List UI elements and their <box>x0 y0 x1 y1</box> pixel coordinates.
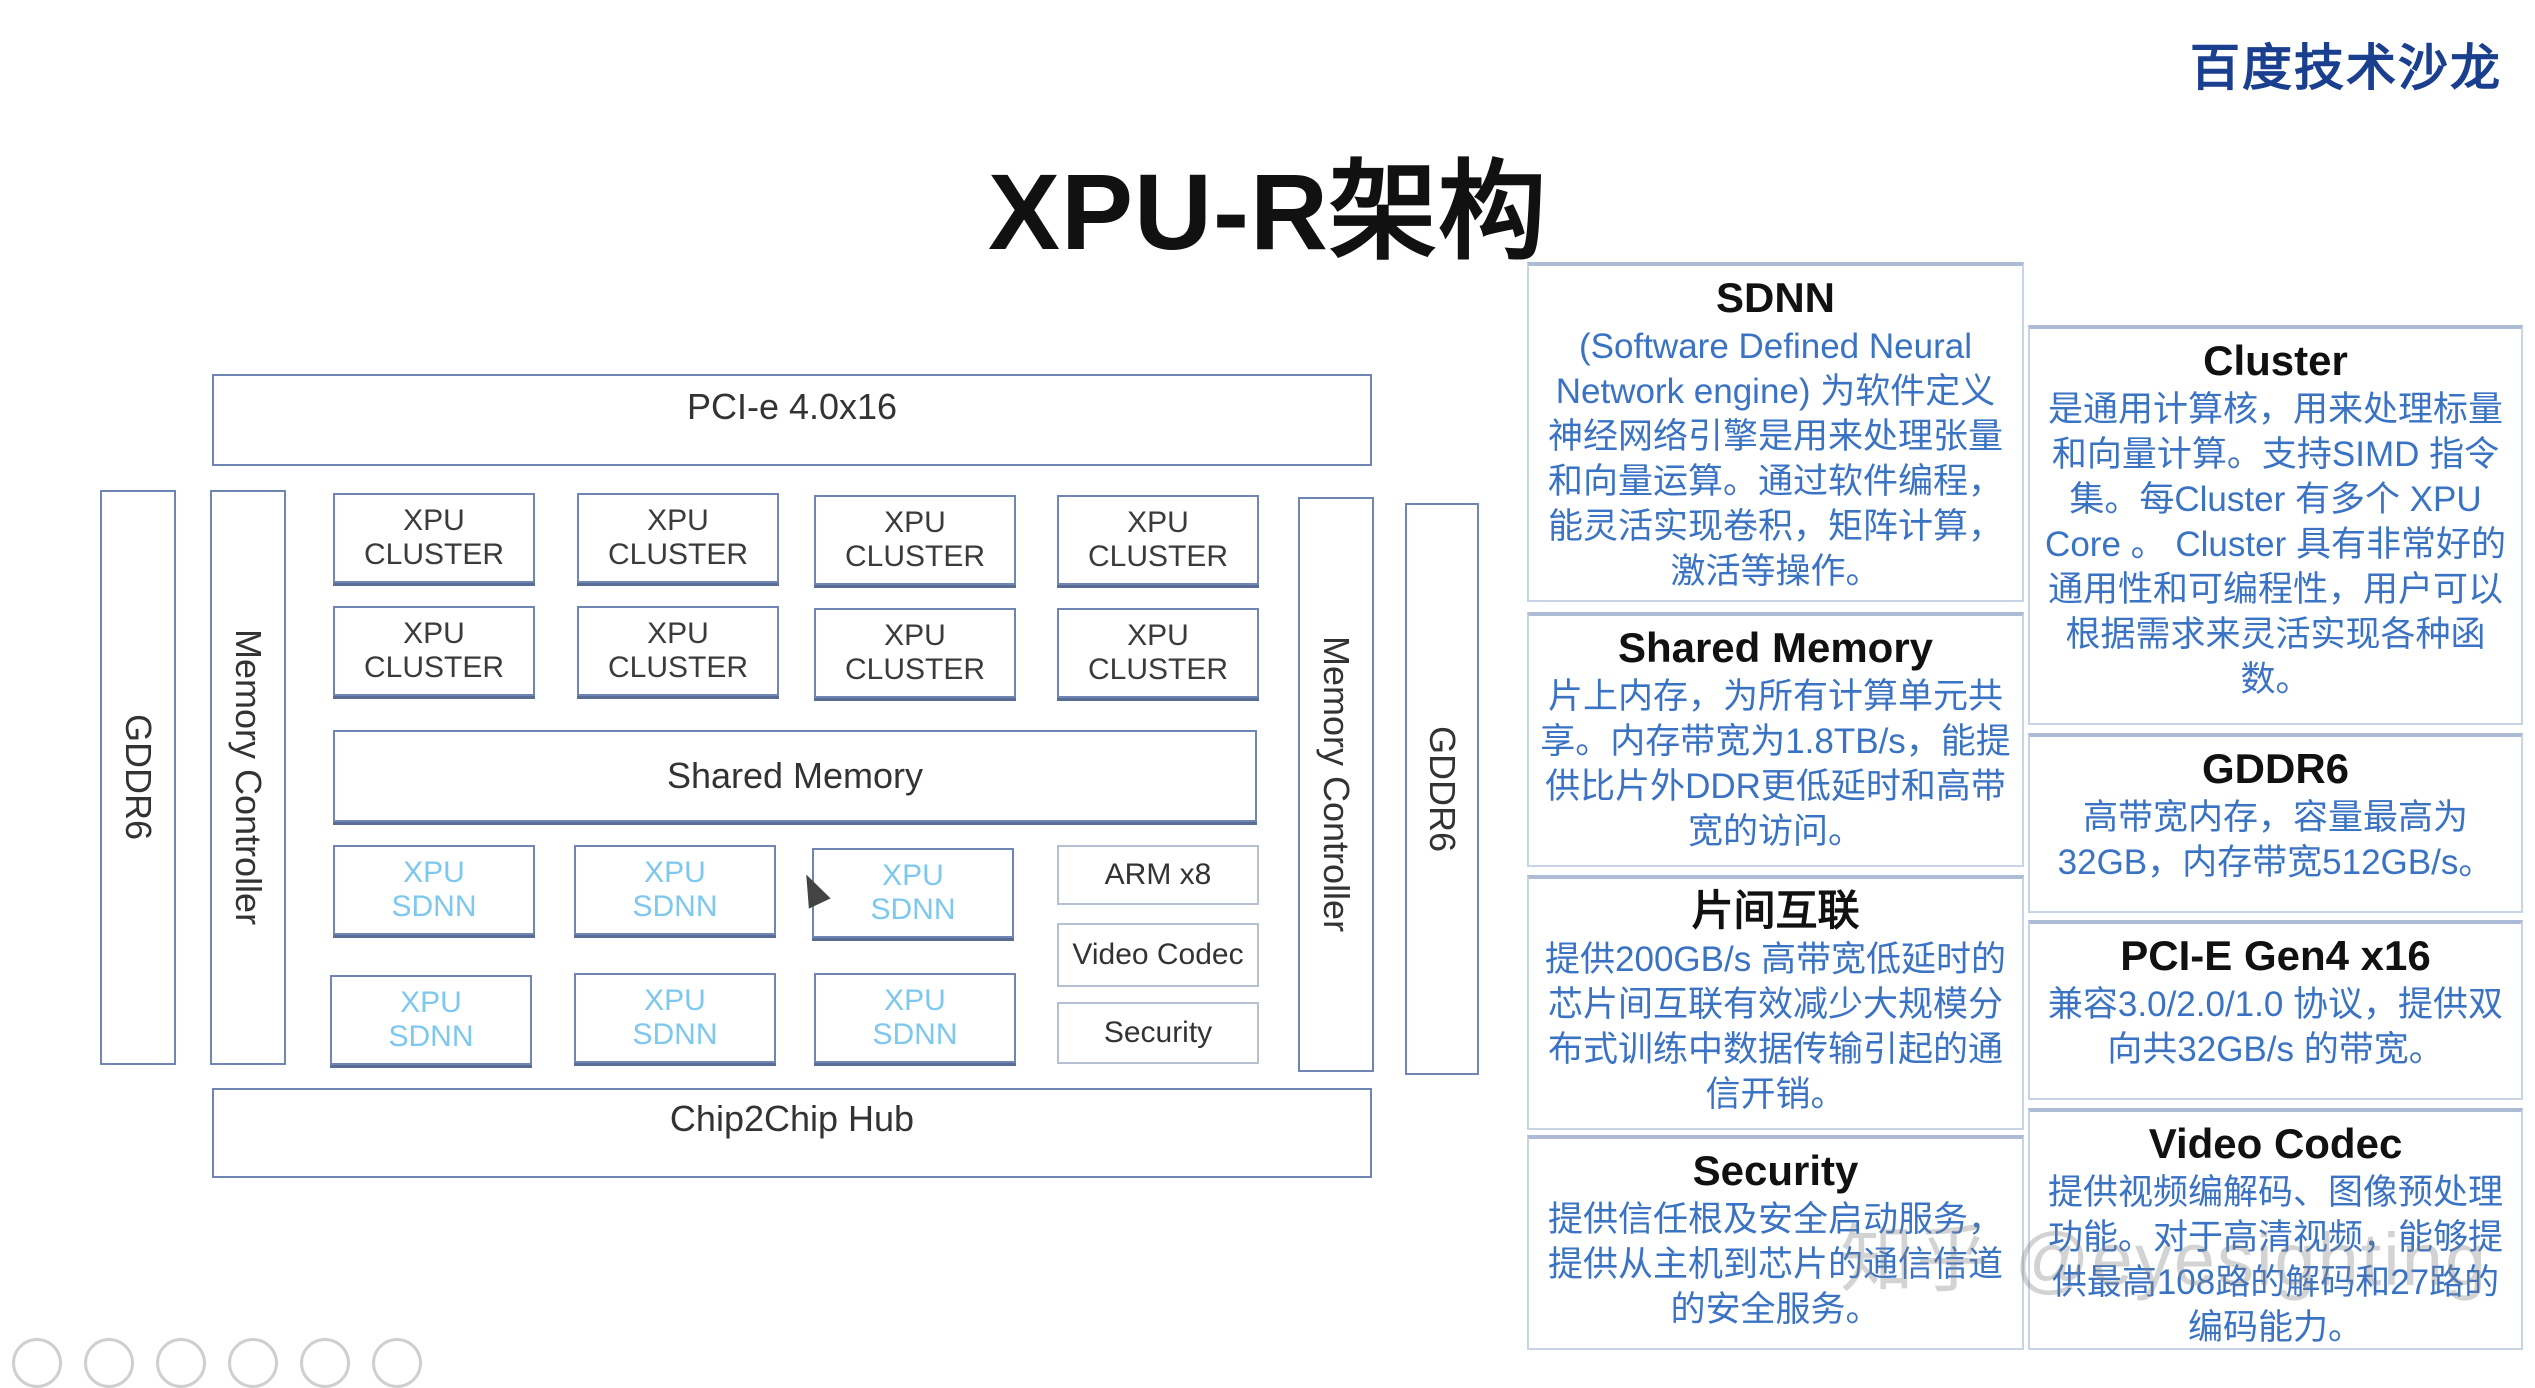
xpu-cluster: XPU CLUSTER <box>814 608 1016 698</box>
panel-body: 高带宽内存，容量最高为 32GB，内存带宽512GB/s。 <box>2057 798 2494 882</box>
panel-security: Security 提供信任根及安全启动服务，提供从主机到芯片的通信信道的安全服务… <box>1527 1135 2024 1350</box>
panel-interconnect: 片间互联 提供200GB/s 高带宽低延时的芯片间互联有效减少大规模分布式训练中… <box>1527 875 2024 1130</box>
xpu-sdnn: XPU SDNN <box>574 845 776 935</box>
panel-title: Shared Memory <box>1617 624 1934 671</box>
arm-label: ARM x8 <box>1104 858 1212 891</box>
panel-title: PCI-E Gen4 x16 <box>2120 932 2431 979</box>
panel-body: 提供200GB/s 高带宽低延时的芯片间互联有效减少大规模分布式训练中数据传输引… <box>1545 940 2006 1114</box>
pcie-bar: PCI-e 4.0x16 <box>212 374 1372 466</box>
panel-body: 是通用计算核，用来处理标量和向量计算。支持SIMD 指令集。每Cluster 有… <box>2045 390 2506 699</box>
chip2chip-hub-label: Chip2Chip Hub <box>669 1098 915 1139</box>
panel-gddr6: GDDR6 高带宽内存，容量最高为 32GB，内存带宽512GB/s。 <box>2028 733 2523 913</box>
xpu-cluster: XPU CLUSTER <box>333 606 535 696</box>
panel-video-codec: Video Codec 提供视频编解码、图像预处理功能。对于高清视频，能够提供最… <box>2028 1108 2523 1350</box>
panel-shared-memory: Shared Memory 片上内存，为所有计算单元共享。内存带宽为1.8TB/… <box>1527 612 2024 867</box>
panel-title: 片间互联 <box>1691 887 1860 934</box>
prev-icon[interactable] <box>12 1338 62 1388</box>
memory-controller-left-label: Memory Controller <box>228 629 269 926</box>
panel-sdnn: SDNN (Software Defined Neural Network en… <box>1527 262 2024 602</box>
chip2chip-hub: Chip2Chip Hub <box>212 1088 1372 1178</box>
xpu-sdnn: XPU SDNN <box>812 848 1014 938</box>
xpu-sdnn: XPU SDNN <box>330 975 532 1065</box>
panel-body: (Software Defined Neural Network engine)… <box>1547 327 2003 591</box>
gddr6-left: GDDR6 <box>100 490 176 1065</box>
pcie-label: PCI-e 4.0x16 <box>686 386 898 427</box>
shared-memory-label: Shared Memory <box>666 755 924 796</box>
xpu-sdnn: XPU SDNN <box>814 973 1016 1063</box>
panel-title: Cluster <box>2203 337 2348 384</box>
video-codec-block: Video Codec <box>1057 923 1259 987</box>
panel-body: 片上内存，为所有计算单元共享。内存带宽为1.8TB/s，能提供比片外DDR更低延… <box>1540 677 2011 851</box>
watermark: 知乎 @eyesighting <box>1840 1218 2489 1301</box>
shared-memory-block: Shared Memory <box>333 730 1257 822</box>
xpu-cluster: XPU CLUSTER <box>577 606 779 696</box>
slides-icon[interactable] <box>228 1338 278 1388</box>
brand-logo: 百度技术沙龙 <box>2190 40 2502 96</box>
gddr6-left-label: GDDR6 <box>118 714 159 841</box>
xpu-sdnn: XPU SDNN <box>333 845 535 935</box>
security-label: Security <box>1103 1016 1213 1049</box>
panel-title: SDNN <box>1715 274 1835 321</box>
arm-block: ARM x8 <box>1057 845 1259 905</box>
panel-pcie: PCI-E Gen4 x16 兼容3.0/2.0/1.0 协议，提供双向共32G… <box>2028 920 2523 1100</box>
panel-title: Video Codec <box>2148 1120 2403 1167</box>
zoom-icon[interactable] <box>300 1338 350 1388</box>
panel-title: Security <box>1692 1147 1859 1194</box>
panel-body: 提供视频编解码、图像预处理功能。对于高清视频，能够提供最高108路的解码和27路… <box>2047 1173 2503 1347</box>
video-codec-label: Video Codec <box>1072 938 1244 971</box>
next-icon[interactable] <box>84 1338 134 1388</box>
memory-controller-left: Memory Controller <box>210 490 286 1065</box>
panel-body: 提供信任根及安全启动服务，提供从主机到芯片的通信信道的安全服务。 <box>1547 1200 2003 1329</box>
panel-body: 兼容3.0/2.0/1.0 协议，提供双向共32GB/s 的带宽。 <box>2047 985 2504 1069</box>
panel-cluster: Cluster 是通用计算核，用来处理标量和向量计算。支持SIMD 指令集。每C… <box>2028 325 2523 725</box>
xpu-cluster: XPU CLUSTER <box>333 493 535 583</box>
memory-controller-right-label: Memory Controller <box>1316 636 1357 933</box>
security-block: Security <box>1057 1002 1259 1064</box>
gddr6-right-label: GDDR6 <box>1422 725 1463 853</box>
gddr6-right: GDDR6 <box>1405 503 1479 1075</box>
slide-toolbar <box>12 1338 422 1388</box>
more-icon[interactable] <box>372 1338 422 1388</box>
xpu-cluster: XPU CLUSTER <box>1057 495 1259 585</box>
panel-title: GDDR6 <box>2201 745 2350 792</box>
xpu-sdnn: XPU SDNN <box>574 973 776 1063</box>
xpu-cluster: XPU CLUSTER <box>814 495 1016 585</box>
xpu-cluster: XPU CLUSTER <box>577 493 779 583</box>
pen-icon[interactable] <box>156 1338 206 1388</box>
memory-controller-right: Memory Controller <box>1298 497 1374 1072</box>
xpu-cluster: XPU CLUSTER <box>1057 608 1259 698</box>
slide-title: XPU-R架构 <box>987 151 1548 272</box>
